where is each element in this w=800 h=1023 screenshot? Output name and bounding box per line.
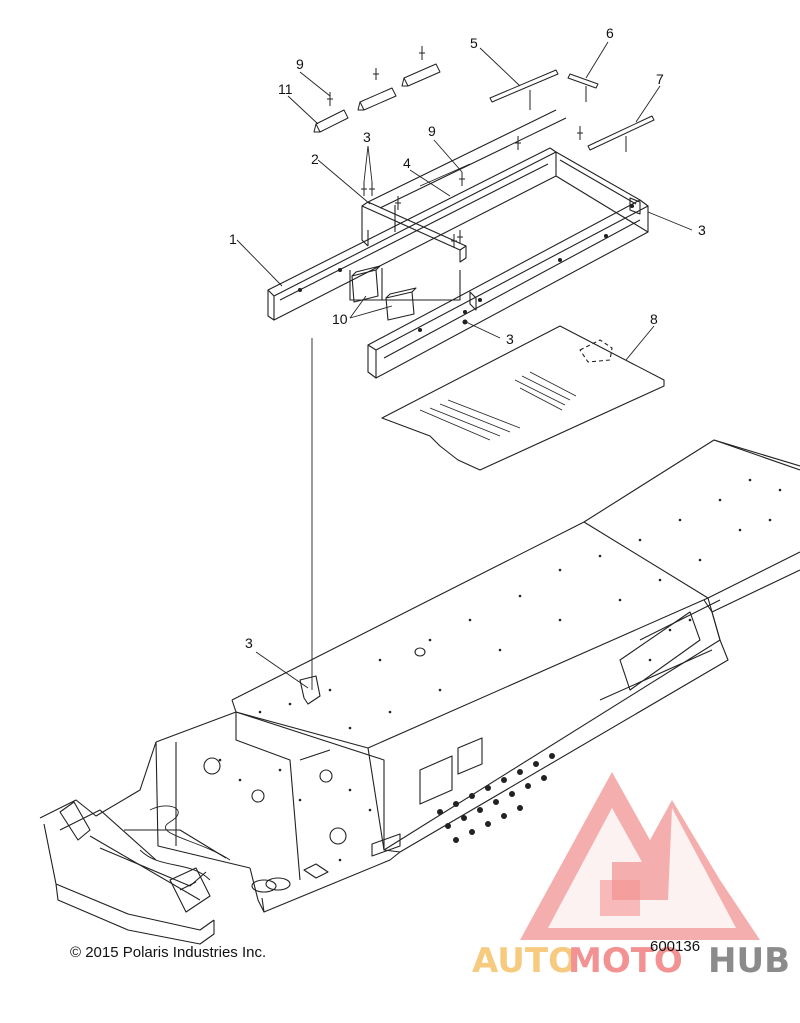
callout-5: 5 xyxy=(470,35,478,51)
callout-3: 3 xyxy=(698,222,706,238)
callout-7: 7 xyxy=(656,71,664,87)
leader-lines xyxy=(236,41,693,690)
copyright-notice: © 2015 Polaris Industries Inc. xyxy=(70,944,267,961)
callout-3: 3 xyxy=(363,129,371,145)
figure-id: 600136 xyxy=(650,938,701,955)
logo-text-auto: AUTO xyxy=(472,941,577,981)
callout-3: 3 xyxy=(245,635,253,651)
callout-4: 4 xyxy=(403,155,411,171)
callout-2: 2 xyxy=(311,151,319,167)
callout-8: 8 xyxy=(650,311,658,327)
fastener-group xyxy=(313,46,655,248)
floor-mat xyxy=(381,325,665,471)
chassis-tunnel xyxy=(39,439,800,945)
rack-frame-assembly xyxy=(267,109,649,379)
callout-1: 1 xyxy=(229,231,237,247)
logo-text-moto: MOTO xyxy=(568,941,683,981)
callout-9: 9 xyxy=(296,56,304,72)
callout-labels: 1 2 3 3 3 3 4 5 6 7 8 9 9 10 11 xyxy=(229,25,706,651)
logo-text-hub: HUB xyxy=(708,941,790,981)
callout-9: 9 xyxy=(428,123,436,139)
callout-11: 11 xyxy=(278,81,293,97)
automotohub-logo: AUTO MOTO HUB xyxy=(472,772,790,981)
callout-6: 6 xyxy=(606,25,614,41)
callout-3: 3 xyxy=(506,331,514,347)
callout-10: 10 xyxy=(332,311,348,327)
